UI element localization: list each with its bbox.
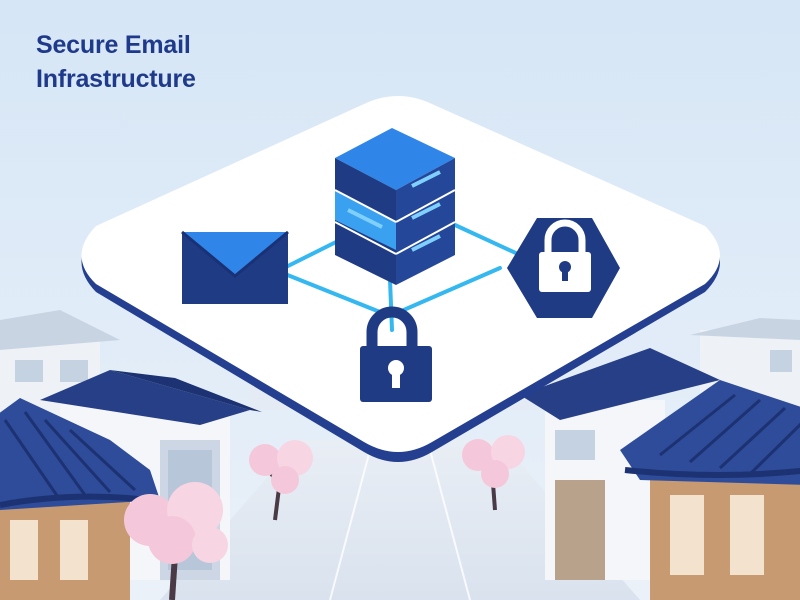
server-stack-icon [334,128,456,285]
cherry-tree-mid-left [249,440,313,521]
title-line-2: Infrastructure [36,65,196,93]
padlock-icon [360,306,432,402]
right-hanok-house [620,380,800,600]
title-line-1: Secure Email [36,31,191,59]
page-title: Secure Email Infrastructure [36,28,196,96]
road-line-right [429,449,471,600]
padlock-hexagon-icon [507,218,620,318]
left-hanok-house [0,398,166,600]
cherry-tree-mid-right [462,435,525,511]
road-line-left [329,449,371,600]
right-mid-house [520,348,720,580]
cherry-tree-left [124,482,228,600]
envelope-icon [181,230,289,304]
